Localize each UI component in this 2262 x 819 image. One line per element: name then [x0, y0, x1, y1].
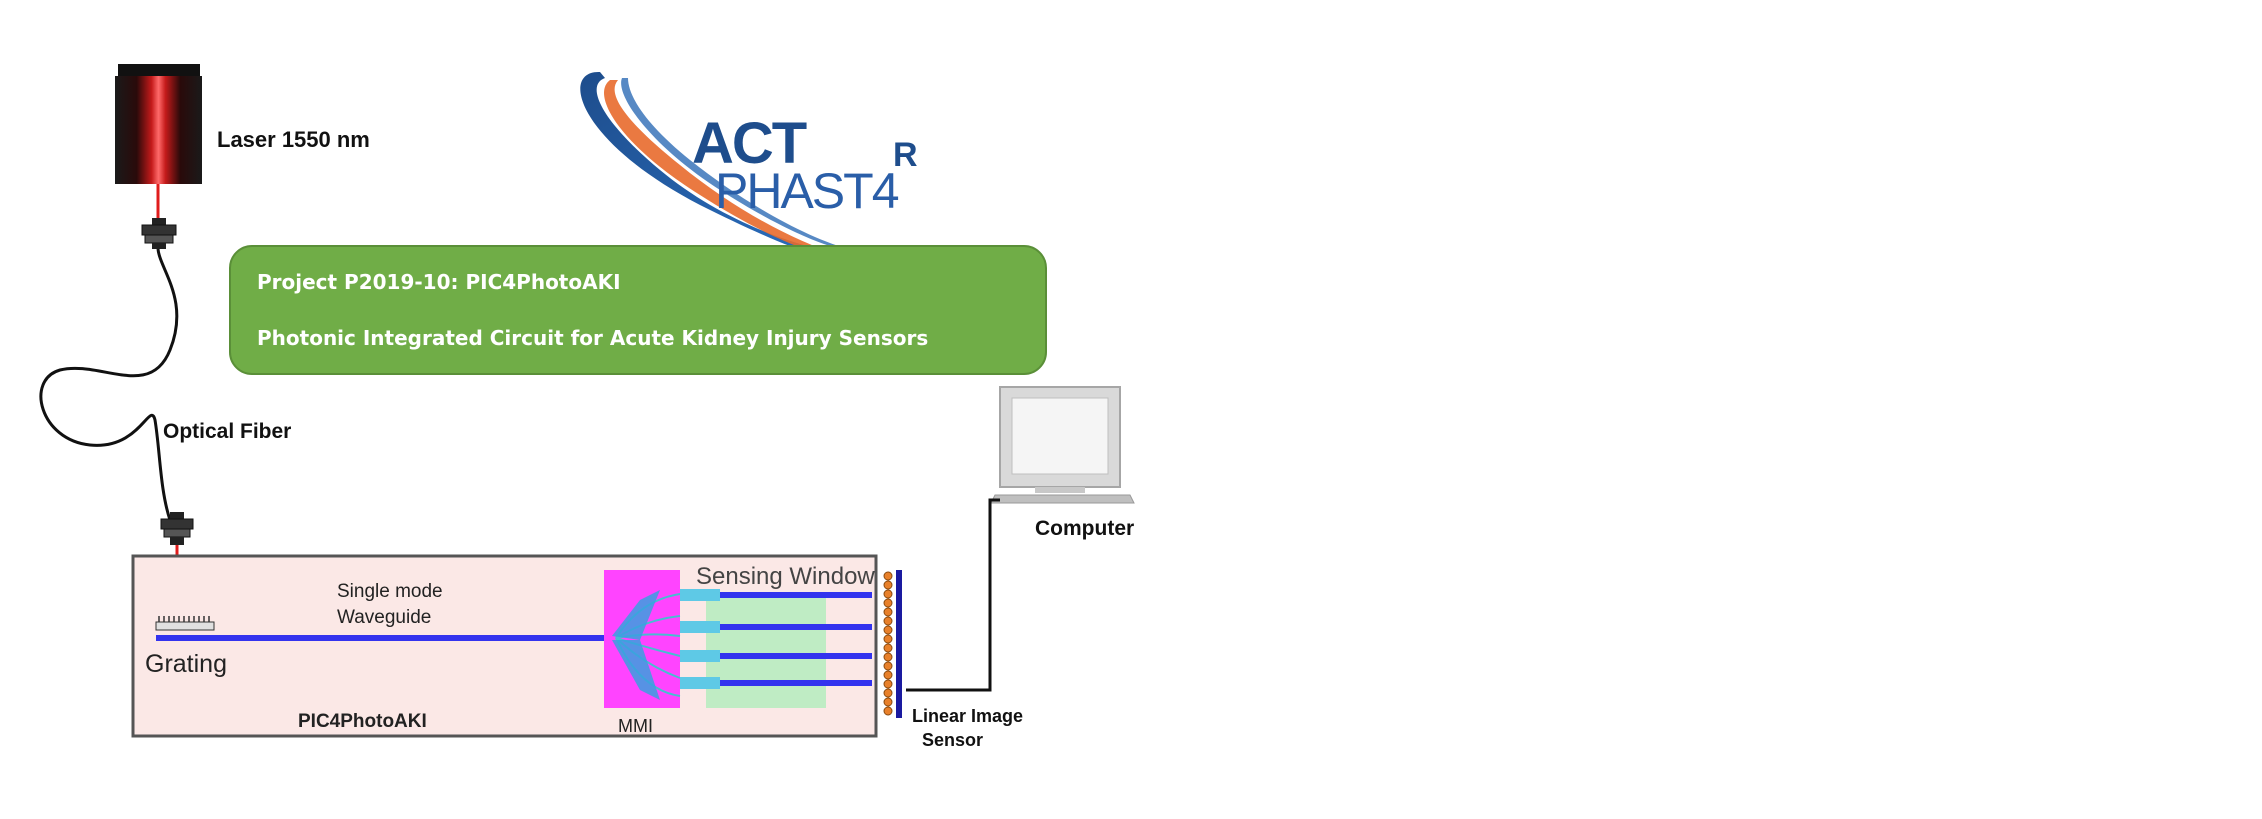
- sensor-label-2: Sensor: [922, 730, 983, 750]
- output-waveguide-2: [680, 624, 872, 630]
- output-waveguides: [680, 592, 872, 686]
- mmi-label: MMI: [618, 716, 653, 736]
- computer-icon: [990, 386, 1135, 504]
- laser-label: Laser 1550 nm: [217, 127, 370, 152]
- output-waveguide-3: [680, 653, 872, 659]
- banner-line1: Project P2019-10: PIC4PhotoAKI: [257, 270, 621, 294]
- banner-line2: Photonic Integrated Circuit for Acute Ki…: [257, 326, 928, 350]
- laser-cap: [118, 64, 200, 78]
- logo-superscript: R: [893, 136, 918, 174]
- linear-image-sensor: [883, 570, 902, 718]
- single-mode-label-2: Waveguide: [337, 607, 431, 628]
- laser-body: [115, 76, 202, 184]
- chip-label: PIC4PhotoAKI: [298, 711, 427, 732]
- photonic-chip: Grating Single mode Waveguide MMI Sensin…: [131, 554, 878, 738]
- logo-line2: PHAST4: [715, 163, 899, 219]
- logo-line1: ACT: [692, 111, 807, 176]
- single-mode-waveguide: [156, 635, 616, 641]
- computer-label: Computer: [1035, 517, 1134, 540]
- act-phast4r-logo: ACT PHAST4 R: [580, 71, 918, 261]
- optical-fiber: [39, 248, 179, 521]
- output-waveguide-1: [680, 592, 872, 598]
- mmi-taper: [612, 590, 660, 700]
- sensing-window: [706, 592, 826, 708]
- output-waveguide-tapers: [680, 589, 720, 689]
- sensor-pixels: [883, 571, 893, 716]
- sensor-label-1: Linear Image: [912, 706, 1023, 726]
- grating-coupler: [155, 621, 215, 631]
- sensing-window-label: Sensing Window: [696, 563, 875, 590]
- fiber-connector-top: [141, 218, 177, 249]
- grating-teeth: [158, 616, 210, 622]
- computer-cable: [906, 498, 1000, 692]
- grating-label: Grating: [145, 650, 227, 678]
- laser-source: Laser 1550 nm: [115, 64, 370, 222]
- project-banner: Project P2019-10: PIC4PhotoAKI Photonic …: [229, 245, 1047, 375]
- optical-fiber-label: Optical Fiber: [163, 420, 291, 443]
- output-waveguide-4: [680, 680, 872, 686]
- single-mode-label-1: Single mode: [337, 581, 443, 602]
